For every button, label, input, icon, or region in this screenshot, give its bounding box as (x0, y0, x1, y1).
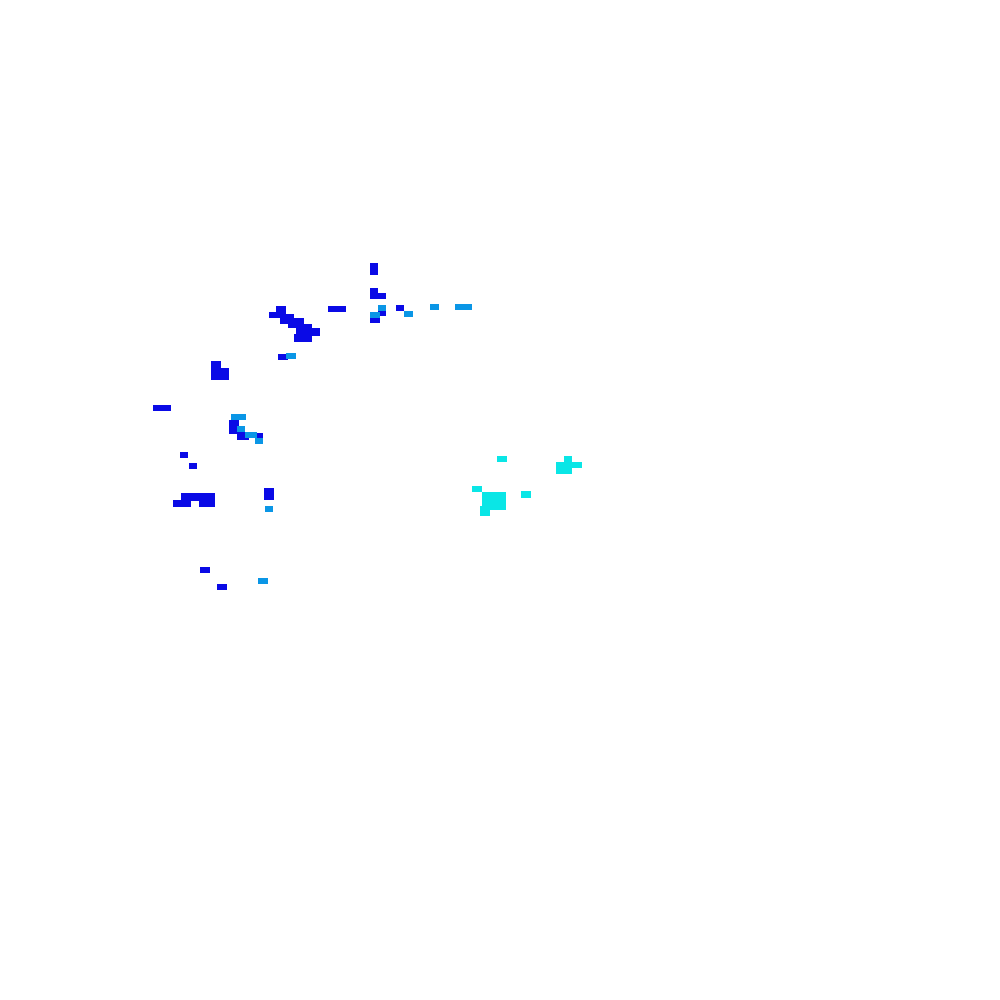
azure-blob-3 (404, 311, 413, 317)
azure-blob-10 (255, 438, 263, 444)
cyan-blob-3 (556, 462, 582, 468)
blue-blob-3 (370, 293, 386, 299)
blue-blob-28 (264, 488, 274, 500)
blue-blob-23 (180, 452, 188, 458)
cyan-blob-1 (497, 456, 507, 462)
blue-blob-15 (278, 354, 288, 360)
blue-blob-19 (229, 420, 239, 428)
blue-blob-21 (237, 432, 249, 440)
blue-blob-26 (173, 500, 191, 507)
blue-blob-17 (211, 368, 229, 380)
azure-blob-12 (258, 578, 268, 584)
cyan-blob-7 (482, 500, 506, 510)
cyan-blob-2 (564, 456, 572, 466)
azure-blob-6 (286, 353, 296, 359)
azure-blob-7 (231, 414, 246, 420)
blue-blob-14 (294, 334, 312, 342)
azure-blob-8 (237, 426, 245, 432)
blue-blob-7 (378, 310, 386, 316)
cyan-blob-6 (482, 492, 506, 500)
blue-blob-8 (276, 306, 286, 314)
blue-blob-9 (269, 312, 281, 318)
blue-blob-5 (396, 305, 404, 311)
azure-blob-9 (245, 432, 257, 438)
blue-blob-30 (217, 584, 227, 590)
azure-blob-2 (370, 312, 380, 318)
azure-blob-4 (430, 304, 439, 310)
blue-blob-29 (200, 567, 210, 573)
cyan-blob-8 (480, 506, 490, 516)
cyan-blob-4 (556, 468, 572, 474)
blue-blob-16 (211, 361, 221, 371)
blue-blob-25 (181, 493, 215, 501)
blue-blob-24 (189, 463, 197, 469)
right-cyan-cluster (472, 456, 582, 516)
blue-blob-6 (370, 316, 380, 323)
blue-blob-1 (370, 263, 378, 275)
blue-blob-22 (255, 433, 263, 441)
blue-blob-18 (153, 405, 171, 411)
blue-blob-11 (288, 318, 304, 328)
azure-blob-1 (378, 305, 386, 311)
blue-blob-10 (280, 314, 294, 324)
upper-left-blue-cluster (153, 263, 404, 590)
blue-blob-20 (229, 426, 243, 434)
azure-blob-5 (455, 304, 472, 310)
blue-blob-27 (199, 497, 215, 507)
azure-blob-11 (265, 506, 273, 512)
blue-blob-13 (304, 328, 320, 336)
blue-blob-4 (328, 306, 346, 312)
cyan-blob-5 (472, 486, 482, 492)
cyan-blob-9 (521, 491, 531, 498)
upper-azure-dots (231, 304, 472, 584)
